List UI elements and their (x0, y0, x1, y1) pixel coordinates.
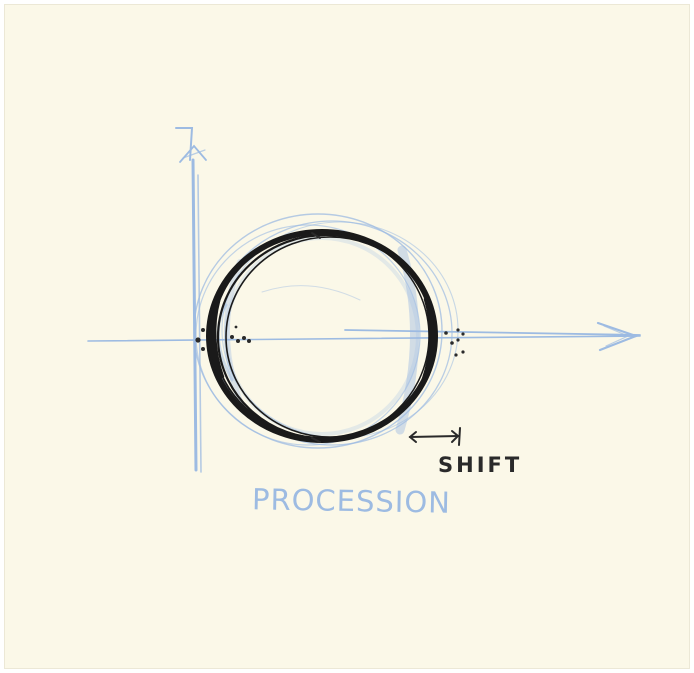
circle-marks (312, 233, 320, 442)
horizontal-axis (88, 323, 640, 350)
shift-label: SHIFT (438, 453, 522, 477)
shift-arrow-icon (410, 428, 460, 445)
procession-label: PROCESSION (252, 482, 452, 519)
axis-tick-marks (195, 326, 464, 357)
ink-circles (209, 231, 435, 441)
pencil-circle-traces (194, 214, 458, 448)
